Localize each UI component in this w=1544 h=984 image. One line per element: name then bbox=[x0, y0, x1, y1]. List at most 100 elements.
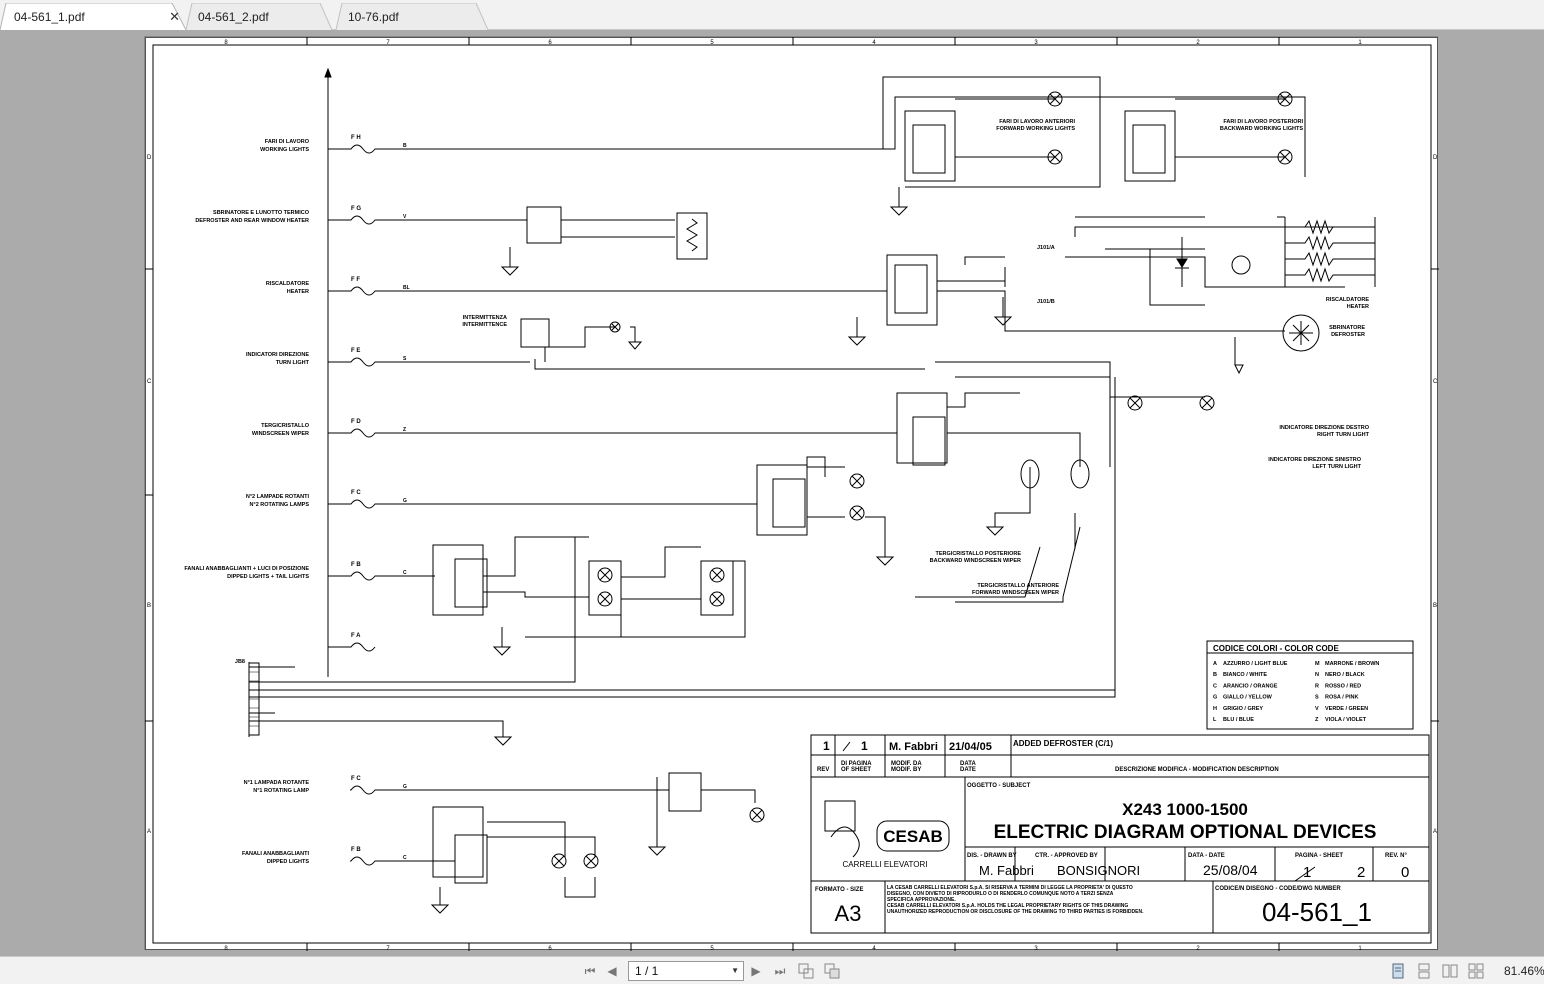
circuit-label-en: HEATER bbox=[287, 289, 309, 295]
facing-view-icon[interactable] bbox=[1442, 963, 1458, 979]
wire-code: C bbox=[403, 855, 407, 861]
chevron-down-icon[interactable]: ▼ bbox=[731, 966, 739, 975]
wire-code: V bbox=[403, 214, 407, 220]
fuse-id: F G bbox=[351, 206, 361, 212]
continuous-view-icon[interactable] bbox=[1416, 963, 1432, 979]
color-code-value: BIANCO / WHITE bbox=[1223, 672, 1267, 678]
wire-code: Z bbox=[403, 427, 406, 433]
border-row-label: B bbox=[1433, 603, 1437, 609]
tab-10-76[interactable]: 10-76.pdf bbox=[334, 3, 490, 30]
circuit-label-it: FANALI ANABBAGLIANTI + LUCI DI POSIZIONE bbox=[184, 566, 309, 572]
circuit-label-it: RISCALDATORE bbox=[266, 281, 310, 287]
fuse-id: F C bbox=[351, 490, 361, 496]
heater-resistors bbox=[1284, 217, 1376, 287]
color-code-key: M bbox=[1315, 661, 1320, 667]
circuit-label-it: TERGICRISTALLO bbox=[261, 423, 310, 429]
color-code-key: B bbox=[1213, 672, 1217, 678]
tb-h-approved: CTR. - APPROVED BY bbox=[1035, 853, 1098, 859]
circuit-label-en: DEFROSTER AND REAR WINDOW HEATER bbox=[195, 218, 309, 224]
circuit-label-en: DIPPED LIGHTS bbox=[267, 859, 310, 865]
zoom-level[interactable]: 81.46% bbox=[1504, 964, 1544, 978]
color-code-value: MARRONE / BROWN bbox=[1325, 661, 1379, 667]
single-page-view-icon[interactable] bbox=[1390, 963, 1406, 979]
color-code-table bbox=[1206, 640, 1414, 730]
border-col-label: 3 bbox=[1034, 946, 1038, 951]
color-code-value: ARANCIO / ORANGE bbox=[1223, 683, 1278, 689]
prev-page-icon[interactable]: ◀ bbox=[607, 964, 617, 978]
circuit-label-en: WORKING LIGHTS bbox=[260, 147, 309, 153]
close-icon[interactable]: ✕ bbox=[169, 9, 180, 24]
tb-approved: BONSIGNORI bbox=[1057, 863, 1140, 878]
tb-h-subject: OGGETTO - SUBJECT bbox=[967, 783, 1031, 789]
circuit-label-it: N°2 LAMPADE ROTANTI bbox=[246, 494, 310, 500]
border-col-label: 1 bbox=[1358, 40, 1362, 46]
tab-04-561-1[interactable]: 04-561_1.pdf ✕ bbox=[0, 3, 188, 30]
circuit-label-it: N°1 LAMPADA ROTANTE bbox=[244, 780, 310, 786]
paste-icon[interactable] bbox=[824, 963, 840, 979]
color-code-value: VIOLA / VIOLET bbox=[1325, 717, 1367, 723]
circuit-label-it: SBRINATORE E LUNOTTO TERMICO bbox=[213, 210, 310, 216]
jb8-label: JB8 bbox=[235, 659, 245, 665]
tab-label: 04-561_1.pdf bbox=[14, 10, 85, 24]
tab-label: 04-561_2.pdf bbox=[198, 10, 269, 24]
color-code-value: GRIGIO / GREY bbox=[1223, 706, 1263, 712]
circuit-label-it: FANALI ANABBAGLIANTI bbox=[242, 851, 309, 857]
tb-date: 25/08/04 bbox=[1203, 862, 1258, 878]
circuit-label-en: TURN LIGHT bbox=[276, 360, 310, 366]
wire-code: C bbox=[403, 570, 407, 576]
tb-h-rev: REV bbox=[817, 767, 829, 773]
last-page-icon[interactable]: ⏭ bbox=[774, 964, 786, 978]
fuse-id: F H bbox=[351, 135, 361, 141]
color-code-value: BLU / BLUE bbox=[1223, 717, 1254, 723]
tab-label: 10-76.pdf bbox=[348, 10, 399, 24]
tb-drawn: M. Fabbri bbox=[979, 863, 1034, 878]
color-code-key: S bbox=[1315, 695, 1319, 701]
color-code-key: R bbox=[1315, 683, 1319, 689]
tb-modif-date: 21/04/05 bbox=[949, 741, 992, 753]
color-code-value: ROSSO / RED bbox=[1325, 683, 1361, 689]
border-col-label: 2 bbox=[1196, 40, 1200, 46]
cesab-logo: CESAB bbox=[883, 827, 943, 846]
j101b-label: J101/B bbox=[1037, 299, 1055, 305]
fuse-id: F C bbox=[351, 776, 361, 782]
color-code-value: VERDE / GREEN bbox=[1325, 706, 1368, 712]
tb-sheet: 1 bbox=[1303, 864, 1311, 881]
tb-h-code: CODICE/N DISEGNO - CODE/DWG NUMBER bbox=[1215, 886, 1341, 892]
tb-code: 04-561_1 bbox=[1262, 897, 1372, 927]
circuit-label-en: DIPPED LIGHTS + TAIL LIGHTS bbox=[227, 574, 309, 580]
color-code-key: L bbox=[1213, 717, 1217, 723]
circuit-label-en: N°2 ROTATING LAMPS bbox=[250, 502, 310, 508]
border-col-label: 5 bbox=[710, 946, 714, 951]
facing-continuous-view-icon[interactable] bbox=[1468, 963, 1484, 979]
tb-modif-by: M. Fabbri bbox=[889, 741, 938, 753]
copy-icon[interactable] bbox=[798, 963, 814, 979]
lamps bbox=[551, 91, 1320, 869]
border-row-label: A bbox=[1433, 829, 1437, 835]
wire-code: G bbox=[403, 784, 407, 790]
tb-sheet-of: 1 bbox=[861, 739, 868, 753]
fuse-id: F F bbox=[351, 277, 360, 283]
page-number-field[interactable]: 1 / 1 ▼ bbox=[628, 961, 744, 981]
next-page-icon[interactable]: ▶ bbox=[751, 964, 761, 978]
tb-sheets: 2 bbox=[1357, 864, 1365, 881]
tb-h-desc: DESCRIZIONE MODIFICA - MODIFICATION DESC… bbox=[1115, 767, 1279, 773]
color-code-key: H bbox=[1213, 706, 1217, 712]
border-col-label: 3 bbox=[1034, 40, 1038, 46]
border-col-label: 5 bbox=[710, 40, 714, 46]
tab-04-561-2[interactable]: 04-561_2.pdf bbox=[184, 3, 334, 30]
border-row-label: A bbox=[147, 829, 151, 835]
border-col-label: 7 bbox=[386, 946, 390, 951]
fuse-id: F A bbox=[351, 633, 361, 639]
first-page-icon[interactable]: ⏮ bbox=[584, 964, 596, 978]
